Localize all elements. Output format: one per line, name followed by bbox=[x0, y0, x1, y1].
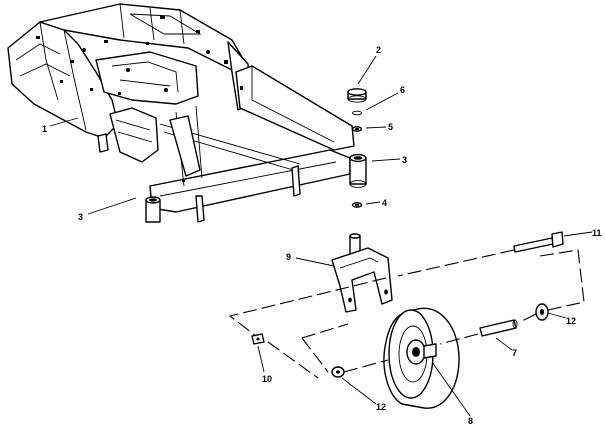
callout-4: 4 bbox=[382, 198, 387, 208]
callout-3-right: 3 bbox=[402, 155, 407, 165]
right-pivot-tube bbox=[349, 153, 367, 188]
callouts: 1 2 6 5 3 3 4 9 11 12 7 10 12 8 bbox=[42, 45, 602, 426]
left-pivot-tube bbox=[145, 196, 161, 223]
upper-bearing bbox=[351, 126, 363, 132]
callout-10: 10 bbox=[262, 374, 272, 384]
callout-6: 6 bbox=[400, 85, 405, 95]
left-spacer bbox=[331, 366, 345, 378]
main-frame bbox=[7, 3, 355, 223]
callout-11: 11 bbox=[592, 228, 602, 238]
callout-12-right: 12 bbox=[566, 316, 576, 326]
callout-9: 9 bbox=[286, 252, 291, 262]
nut bbox=[251, 333, 265, 345]
leader-lines bbox=[49, 55, 593, 417]
assembly-lines bbox=[228, 249, 585, 379]
callout-7: 7 bbox=[512, 348, 517, 358]
callout-8: 8 bbox=[468, 416, 473, 426]
lower-bearing bbox=[351, 202, 363, 208]
dust-cap bbox=[347, 88, 367, 103]
callout-2: 2 bbox=[376, 45, 381, 55]
axle-sleeve bbox=[479, 319, 518, 337]
washer bbox=[352, 110, 362, 116]
callout-1: 1 bbox=[42, 124, 47, 134]
right-spacer bbox=[535, 303, 549, 321]
callout-5: 5 bbox=[388, 122, 393, 132]
callout-12-left: 12 bbox=[376, 402, 386, 412]
frame-holes bbox=[36, 16, 243, 182]
caster-wheel bbox=[383, 307, 460, 409]
axle-bolt bbox=[513, 231, 564, 253]
callout-3-left: 3 bbox=[78, 212, 83, 222]
caster-fork bbox=[331, 233, 393, 313]
